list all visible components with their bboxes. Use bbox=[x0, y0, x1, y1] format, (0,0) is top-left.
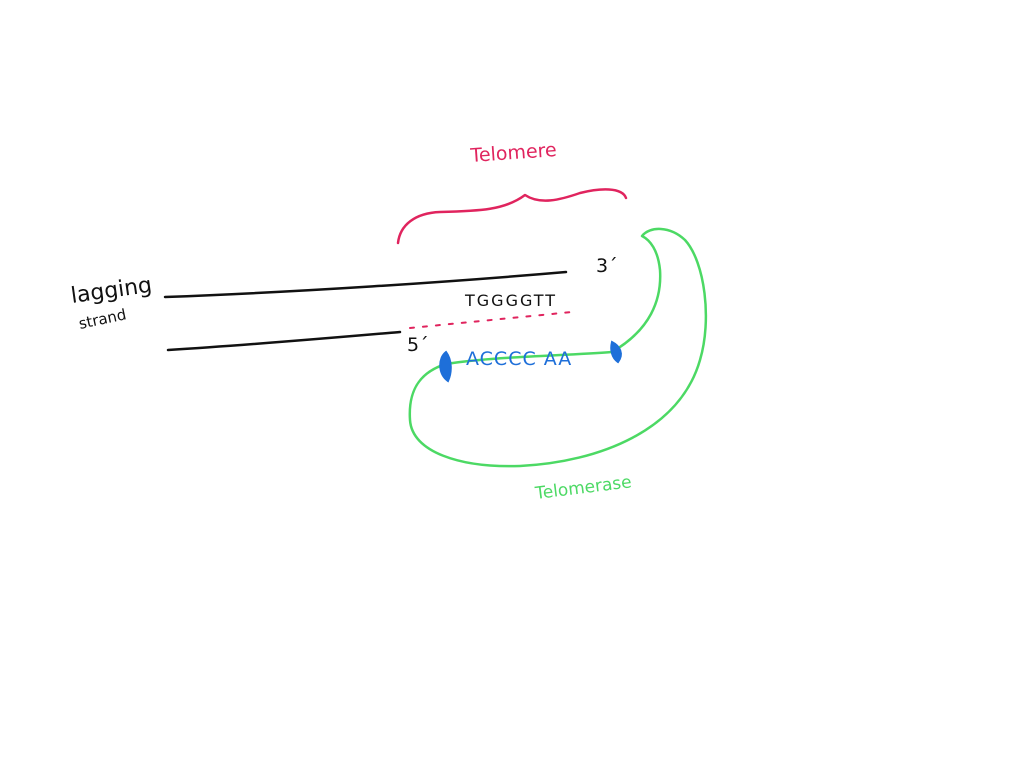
rna-template-left-marker bbox=[439, 350, 452, 383]
lagging-label-line2: strand bbox=[77, 305, 128, 333]
telomere-label: Telomere bbox=[469, 139, 558, 167]
top-strand bbox=[163, 270, 568, 299]
dna-sequence-label: TGGGGTT bbox=[464, 291, 557, 310]
five-prime-label: 5´ bbox=[407, 334, 429, 356]
telomerase-enzyme bbox=[408, 227, 708, 468]
rna-template-label: ACCCC AA bbox=[466, 348, 572, 370]
three-prime-label: 3´ bbox=[596, 255, 618, 277]
telomere-brace bbox=[396, 188, 628, 245]
lagging-label-line1: lagging bbox=[69, 273, 153, 309]
rna-template-right-marker bbox=[610, 340, 622, 364]
unreplicated-gap bbox=[409, 311, 573, 329]
bottom-strand bbox=[166, 330, 402, 352]
telomerase-label: Telomerase bbox=[533, 472, 633, 504]
telomerase-enzyme-inner bbox=[444, 350, 614, 366]
